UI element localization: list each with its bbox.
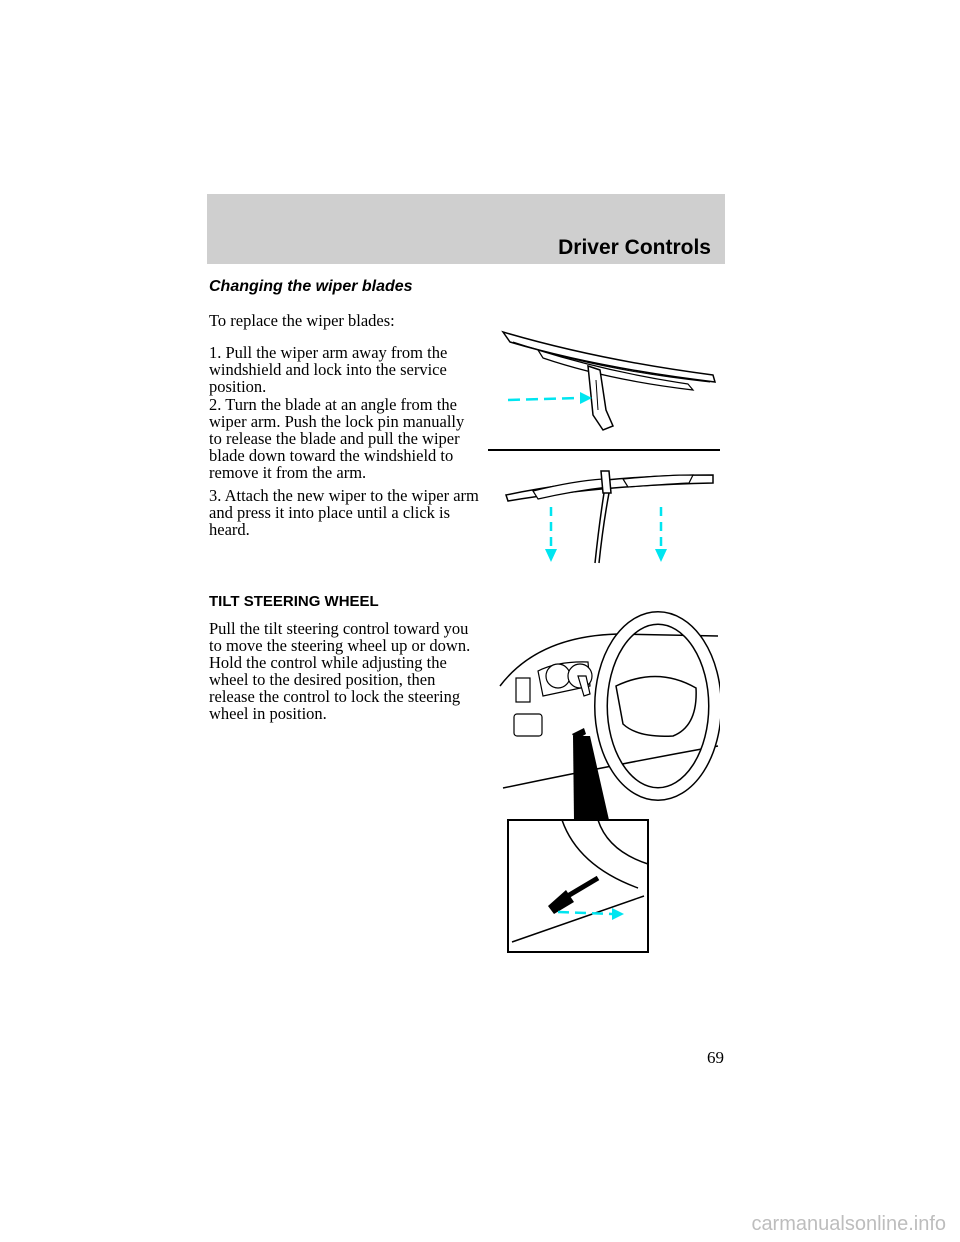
section-header-band: Driver Controls: [207, 194, 725, 264]
wiper-step-2: 2. Turn the blade at an angle from the w…: [209, 395, 465, 482]
section-title: Driver Controls: [558, 236, 711, 259]
wiper-removal-illustration: [488, 330, 720, 451]
wiper-intro: To replace the wiper blades:: [209, 311, 395, 330]
wiper-step-3: 3. Attach the new wiper to the wiper arm…: [209, 486, 479, 539]
page-number: 69: [707, 1048, 724, 1067]
site-watermark: carmanualsonline.info: [751, 1213, 946, 1235]
tilt-steering-wheel-illustration: [499, 611, 720, 953]
wiper-section-heading: Changing the wiper blades: [209, 278, 413, 295]
wiper-install-illustration: [505, 470, 714, 564]
tilt-section-heading: TILT STEERING WHEEL: [209, 593, 379, 610]
tilt-body-text: Pull the tilt steering control toward yo…: [209, 619, 471, 723]
wiper-step-1: 1. Pull the wiper arm away from the wind…: [209, 343, 448, 396]
